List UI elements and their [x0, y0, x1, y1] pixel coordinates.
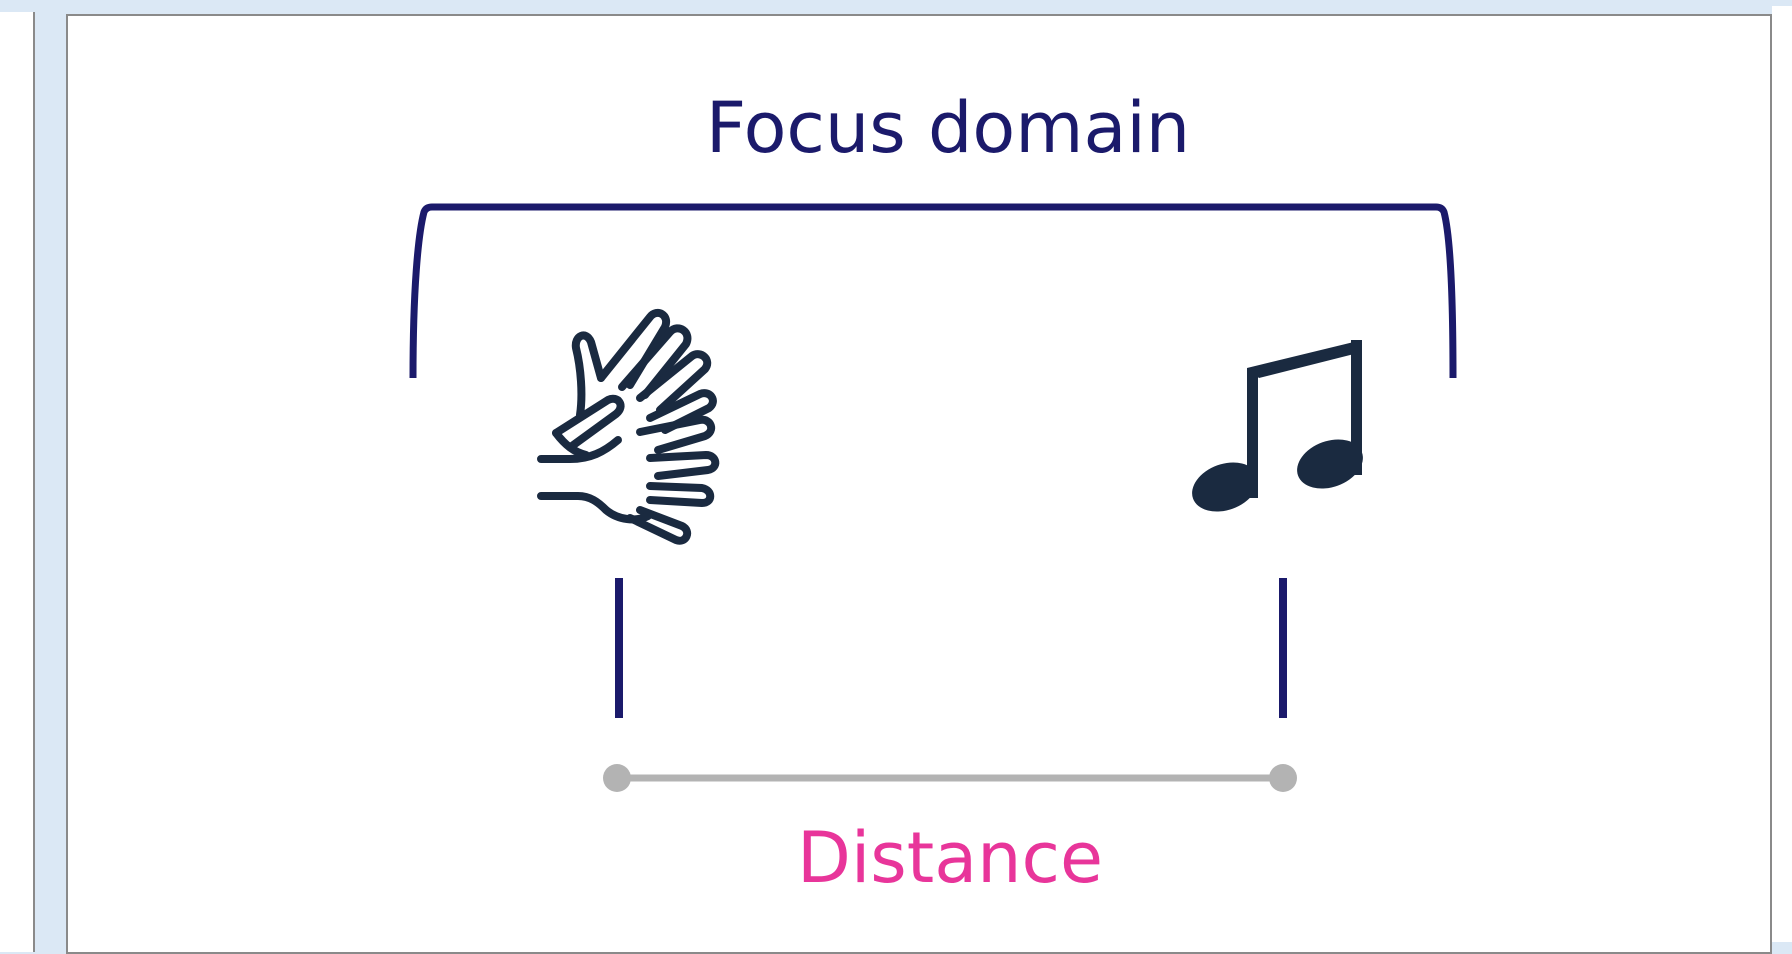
- music-notes-icon: [1192, 340, 1363, 512]
- sign-language-icon: [537, 309, 720, 545]
- window-top-edge: [0, 0, 1792, 6]
- distance-line-start-dot: [603, 764, 631, 792]
- left-side-panel: [0, 12, 35, 952]
- focus-domain-bracket: [409, 203, 1457, 379]
- diagram-canvas: [66, 14, 1772, 954]
- diagram-title: Focus domain: [706, 87, 1190, 169]
- distance-label: Distance: [797, 817, 1103, 899]
- distance-line-end-dot: [1269, 764, 1297, 792]
- right-edge: [1772, 6, 1792, 942]
